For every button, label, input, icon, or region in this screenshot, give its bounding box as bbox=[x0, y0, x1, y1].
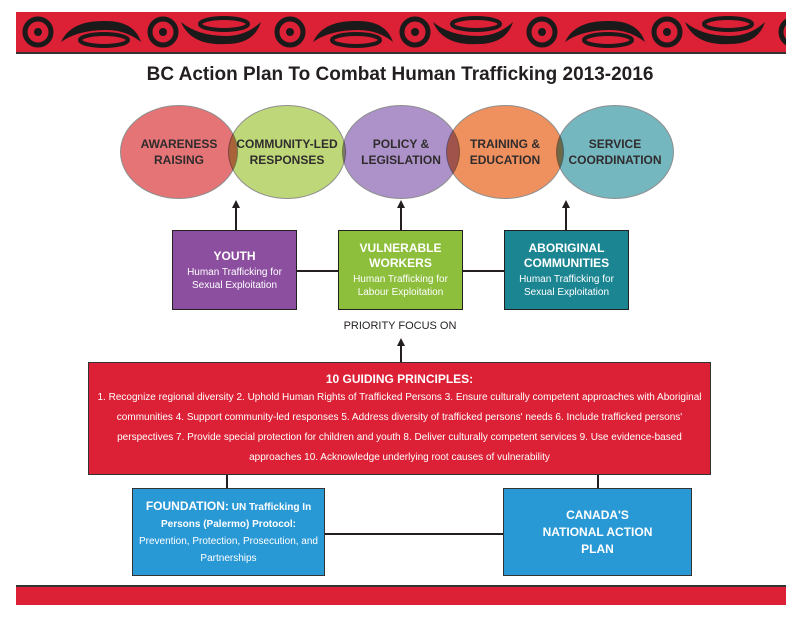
connector-line bbox=[400, 206, 402, 230]
national-action-plan-box: CANADA'S NATIONAL ACTION PLAN bbox=[503, 488, 692, 576]
focus-youth: YOUTH Human Trafficking for Sexual Explo… bbox=[172, 230, 297, 310]
focus-vulnerable-workers: VULNERABLE WORKERS Human Trafficking for… bbox=[338, 230, 463, 310]
foundation-label: FOUNDATION: bbox=[145, 498, 229, 513]
pillar-label: LEGISLATION bbox=[361, 153, 441, 167]
connector-line bbox=[597, 475, 599, 488]
foundation-box: FOUNDATION: UN Trafficking In Persons (P… bbox=[132, 488, 325, 576]
formline-banner-top bbox=[16, 12, 786, 54]
pillar-label: RAISING bbox=[153, 153, 204, 167]
principles-heading: 10 GUIDING PRINCIPLES: bbox=[325, 372, 474, 386]
focus-heading: ABORIGINAL COMMUNITIES bbox=[523, 241, 610, 270]
arrow-up-icon bbox=[562, 200, 570, 208]
pillar-label: AWARENESS bbox=[140, 137, 218, 151]
focus-subtitle: Human Trafficking for bbox=[519, 274, 614, 285]
focus-subtitle: Human Trafficking for bbox=[353, 274, 448, 285]
pillar-label: TRAINING & bbox=[469, 137, 540, 151]
connector-line bbox=[400, 344, 402, 362]
focus-aboriginal-communities: ABORIGINAL COMMUNITIES Human Trafficking… bbox=[504, 230, 629, 310]
arrow-up-icon bbox=[397, 338, 405, 346]
pillar-policy-legislation: POLICY & LEGISLATION bbox=[342, 105, 460, 199]
pillar-label: RESPONSES bbox=[249, 153, 325, 167]
principles-text: 1. Recognize regional diversity 2. Uphol… bbox=[97, 392, 702, 463]
pillar-label: POLICY & bbox=[372, 137, 430, 151]
focus-subtitle: Sexual Exploitation bbox=[523, 287, 610, 298]
connector-line bbox=[235, 206, 237, 230]
connector-line bbox=[325, 533, 503, 535]
focus-heading: VULNERABLE WORKERS bbox=[359, 241, 442, 270]
page-title: BC Action Plan To Combat Human Trafficki… bbox=[146, 64, 654, 85]
pillar-label: COORDINATION bbox=[568, 153, 662, 167]
pillar-label: SERVICE bbox=[588, 137, 642, 151]
focus-subtitle: Labour Exploitation bbox=[357, 287, 444, 298]
focus-subtitle: Sexual Exploitation bbox=[191, 279, 278, 291]
pillar-service-coordination: SERVICE COORDINATION bbox=[556, 105, 674, 199]
foundation-text: Prevention, Protection, Prosecution, and… bbox=[139, 535, 318, 564]
connector-line bbox=[226, 475, 228, 488]
priority-focus-label: PRIORITY FOCUS ON bbox=[343, 320, 457, 332]
connector-line bbox=[565, 206, 567, 230]
focus-heading: YOUTH bbox=[213, 248, 256, 263]
arrow-up-icon bbox=[397, 200, 405, 208]
pillar-label: COMMUNITY-LED bbox=[236, 137, 338, 151]
footer-bar bbox=[16, 585, 786, 605]
formline-pattern-icon bbox=[16, 12, 786, 52]
pillar-training-education: TRAINING & EDUCATION bbox=[446, 105, 564, 199]
guiding-principles-box: 10 GUIDING PRINCIPLES: 1. Recognize regi… bbox=[88, 362, 711, 475]
pillar-awareness-raising: AWARENESS RAISING bbox=[120, 105, 238, 199]
focus-subtitle: Human Trafficking for bbox=[187, 266, 282, 278]
pillar-label: EDUCATION bbox=[469, 153, 541, 167]
foundation-protocol: UN Trafficking In Persons (Palermo) Prot… bbox=[160, 501, 312, 530]
pillar-community-led-responses: COMMUNITY-LED RESPONSES bbox=[228, 105, 346, 199]
national-plan-label: CANADA'S NATIONAL ACTION PLAN bbox=[542, 507, 653, 556]
arrow-up-icon bbox=[232, 200, 240, 208]
